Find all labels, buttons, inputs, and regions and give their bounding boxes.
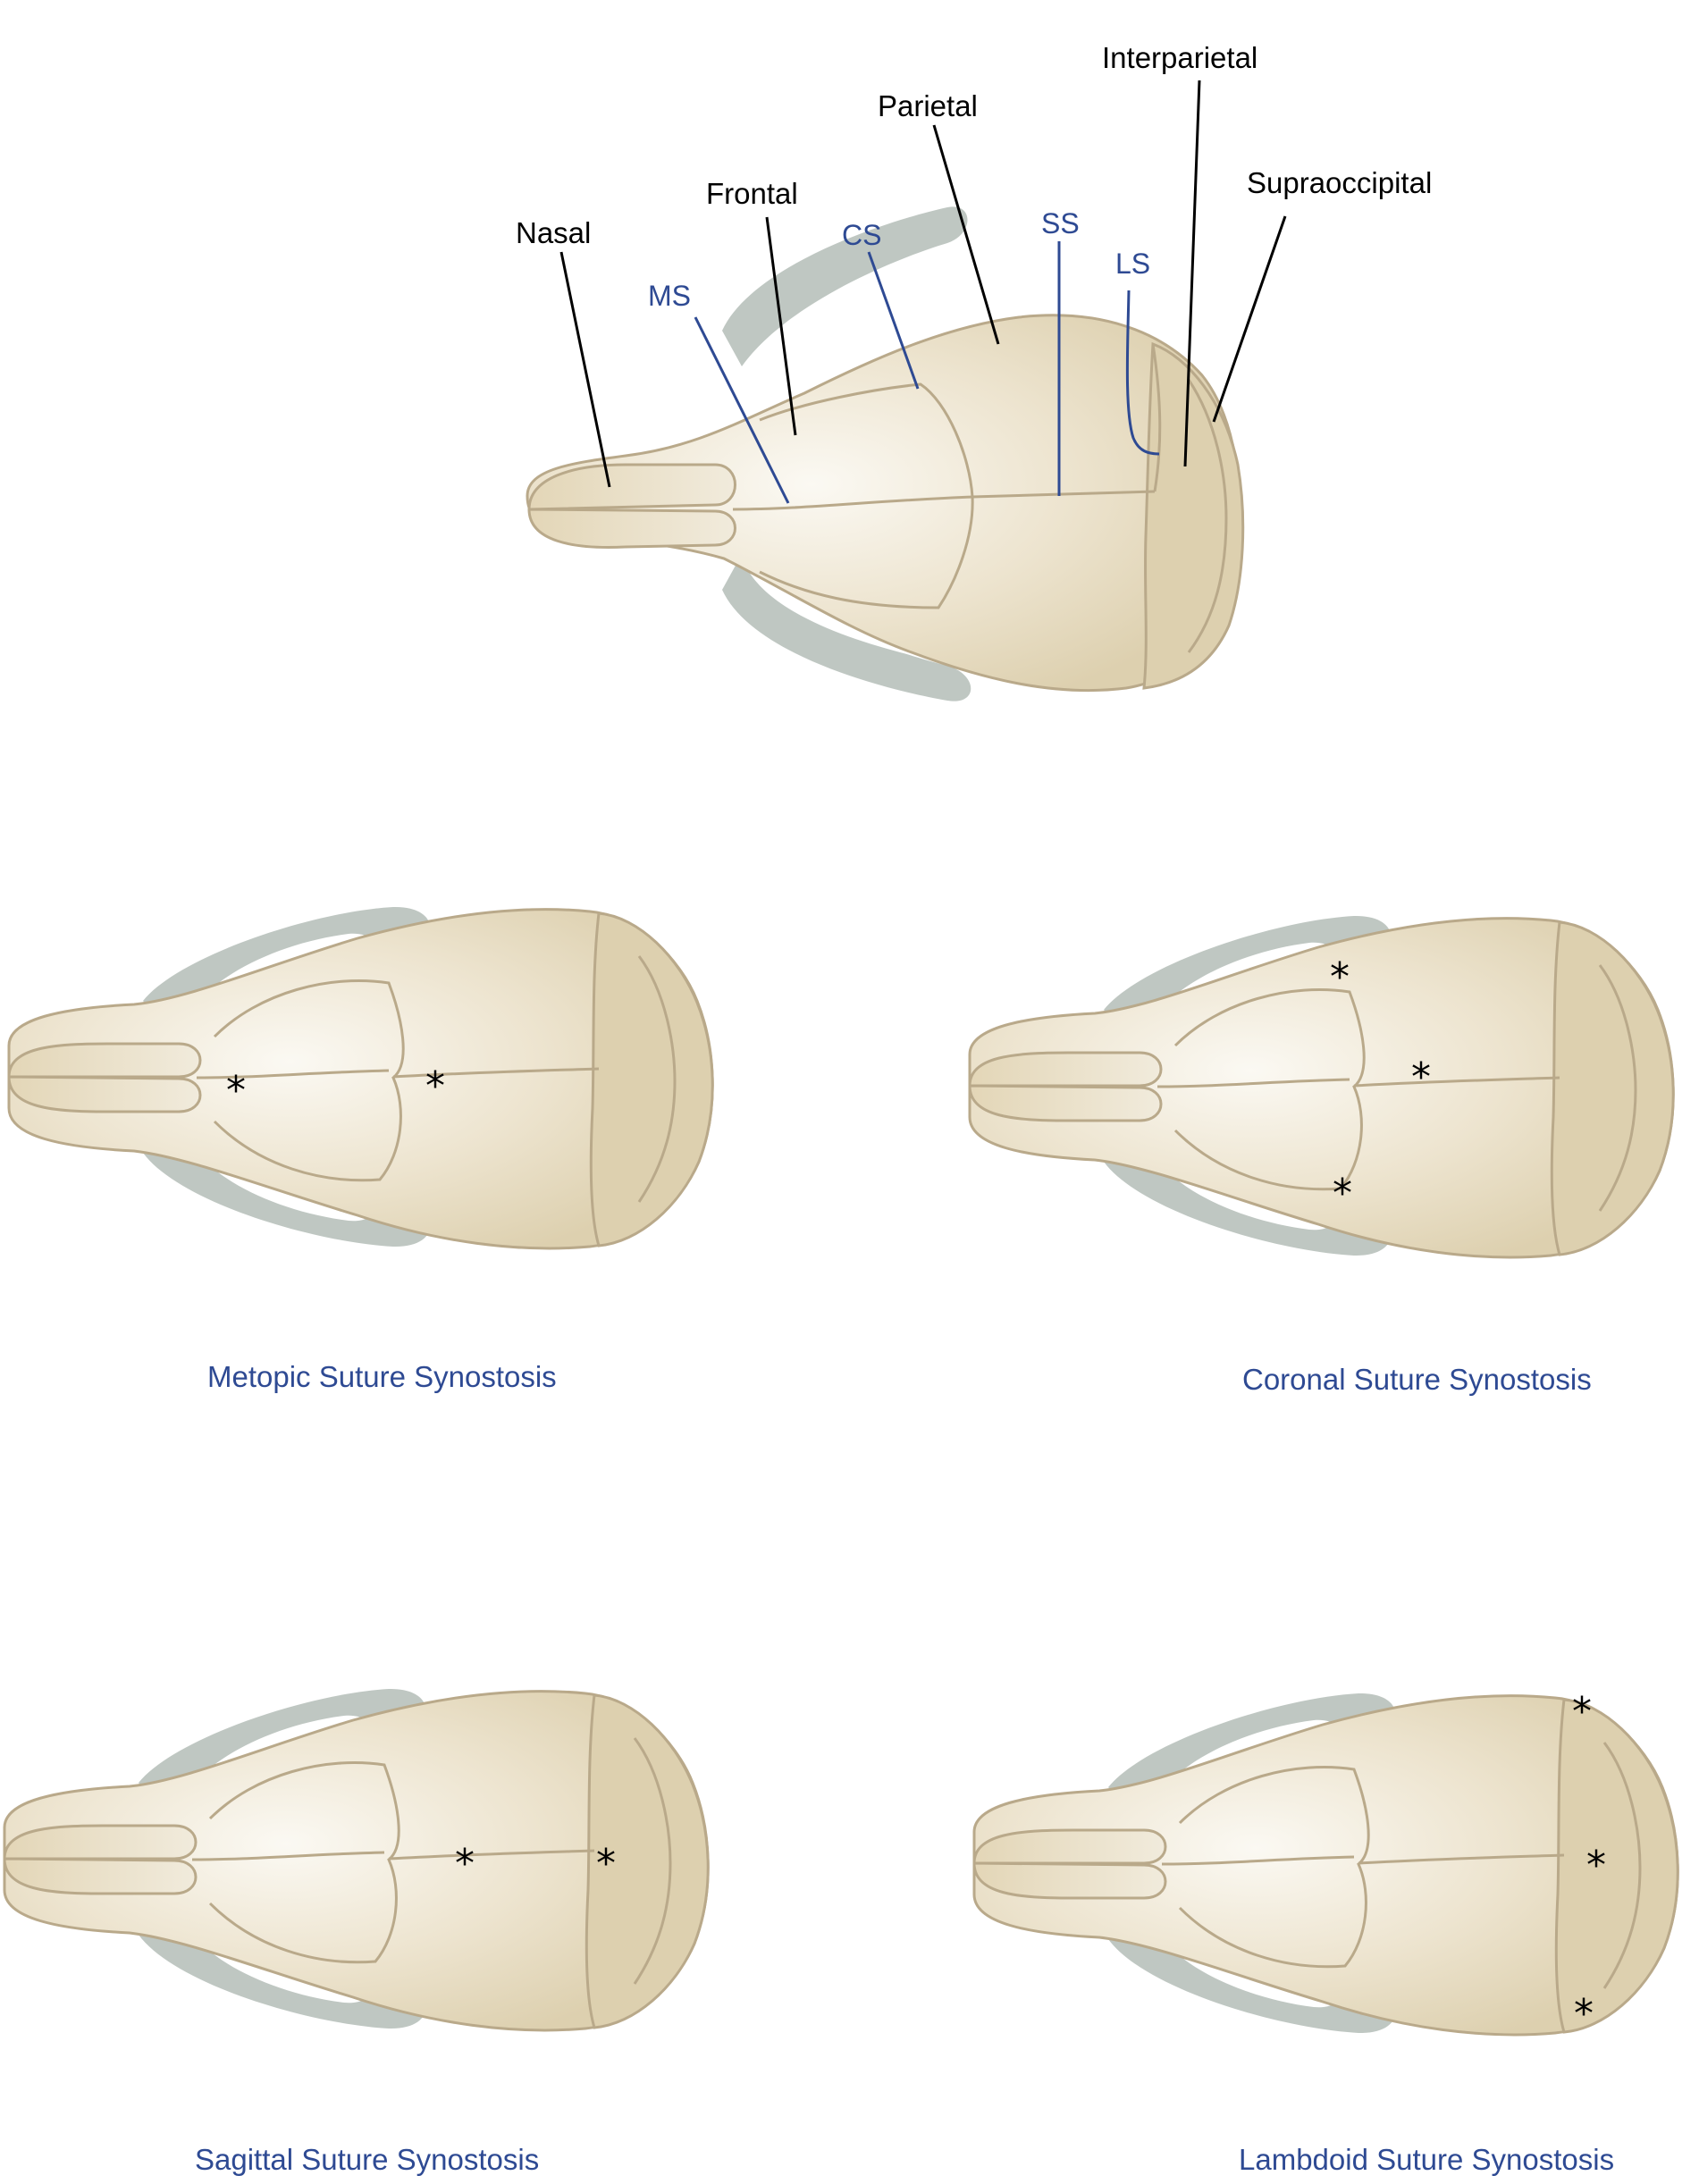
skull-lambdoid — [972, 1692, 1679, 2037]
marker-lambdoid-3: * — [1574, 1991, 1594, 2037]
marker-lambdoid-1: * — [1572, 1689, 1592, 1735]
ls-leader — [1125, 290, 1160, 456]
panel-sagittal: * * Sagittal Suture Synostosis — [3, 1687, 710, 2176]
skull-coronal — [968, 914, 1675, 1259]
label-ss: SS — [1041, 207, 1080, 239]
marker-lambdoid-2: * — [1586, 1843, 1606, 1888]
panel-coronal: * * * Coronal Suture Synostosis — [968, 914, 1675, 1396]
annotated-skull: Nasal Frontal Parietal Interparietal Sup… — [516, 41, 1432, 701]
supraoccipital-leader — [1212, 215, 1287, 423]
caption-sagittal: Sagittal Suture Synostosis — [195, 2143, 539, 2176]
caption-lambdoid: Lambdoid Suture Synostosis — [1239, 2143, 1614, 2176]
marker-metopic-1: * — [226, 1068, 246, 1113]
nasal-leader — [559, 251, 611, 488]
label-ls: LS — [1115, 248, 1150, 280]
label-cs: CS — [842, 219, 881, 251]
marker-coronal-3: * — [1333, 1171, 1352, 1216]
skull-metopic — [7, 905, 714, 1250]
marker-metopic-2: * — [425, 1063, 445, 1109]
marker-coronal-1: * — [1330, 954, 1350, 1000]
ms-leader — [694, 316, 790, 504]
parietal-leader — [932, 124, 1000, 345]
panel-lambdoid: * * * Lambdoid Suture Synostosis — [972, 1689, 1679, 2176]
caption-coronal: Coronal Suture Synostosis — [1242, 1363, 1592, 1396]
marker-coronal-2: * — [1411, 1054, 1431, 1100]
marker-sagittal-2: * — [596, 1841, 616, 1886]
label-ms: MS — [648, 280, 691, 312]
interparietal-leader — [1183, 80, 1201, 467]
label-interparietal: Interparietal — [1102, 41, 1257, 74]
frontal-leader — [765, 216, 797, 436]
caption-metopic: Metopic Suture Synostosis — [207, 1360, 557, 1393]
label-frontal: Frontal — [706, 177, 798, 210]
occipital-region-top — [1142, 341, 1245, 690]
panel-metopic: * * Metopic Suture Synostosis — [7, 905, 714, 1393]
label-nasal: Nasal — [516, 216, 591, 249]
skull-shape — [526, 206, 1245, 701]
marker-sagittal-1: * — [455, 1841, 475, 1886]
label-parietal: Parietal — [878, 89, 978, 122]
cs-leader — [867, 251, 920, 390]
label-supraoccipital: Supraoccipital — [1247, 166, 1432, 199]
